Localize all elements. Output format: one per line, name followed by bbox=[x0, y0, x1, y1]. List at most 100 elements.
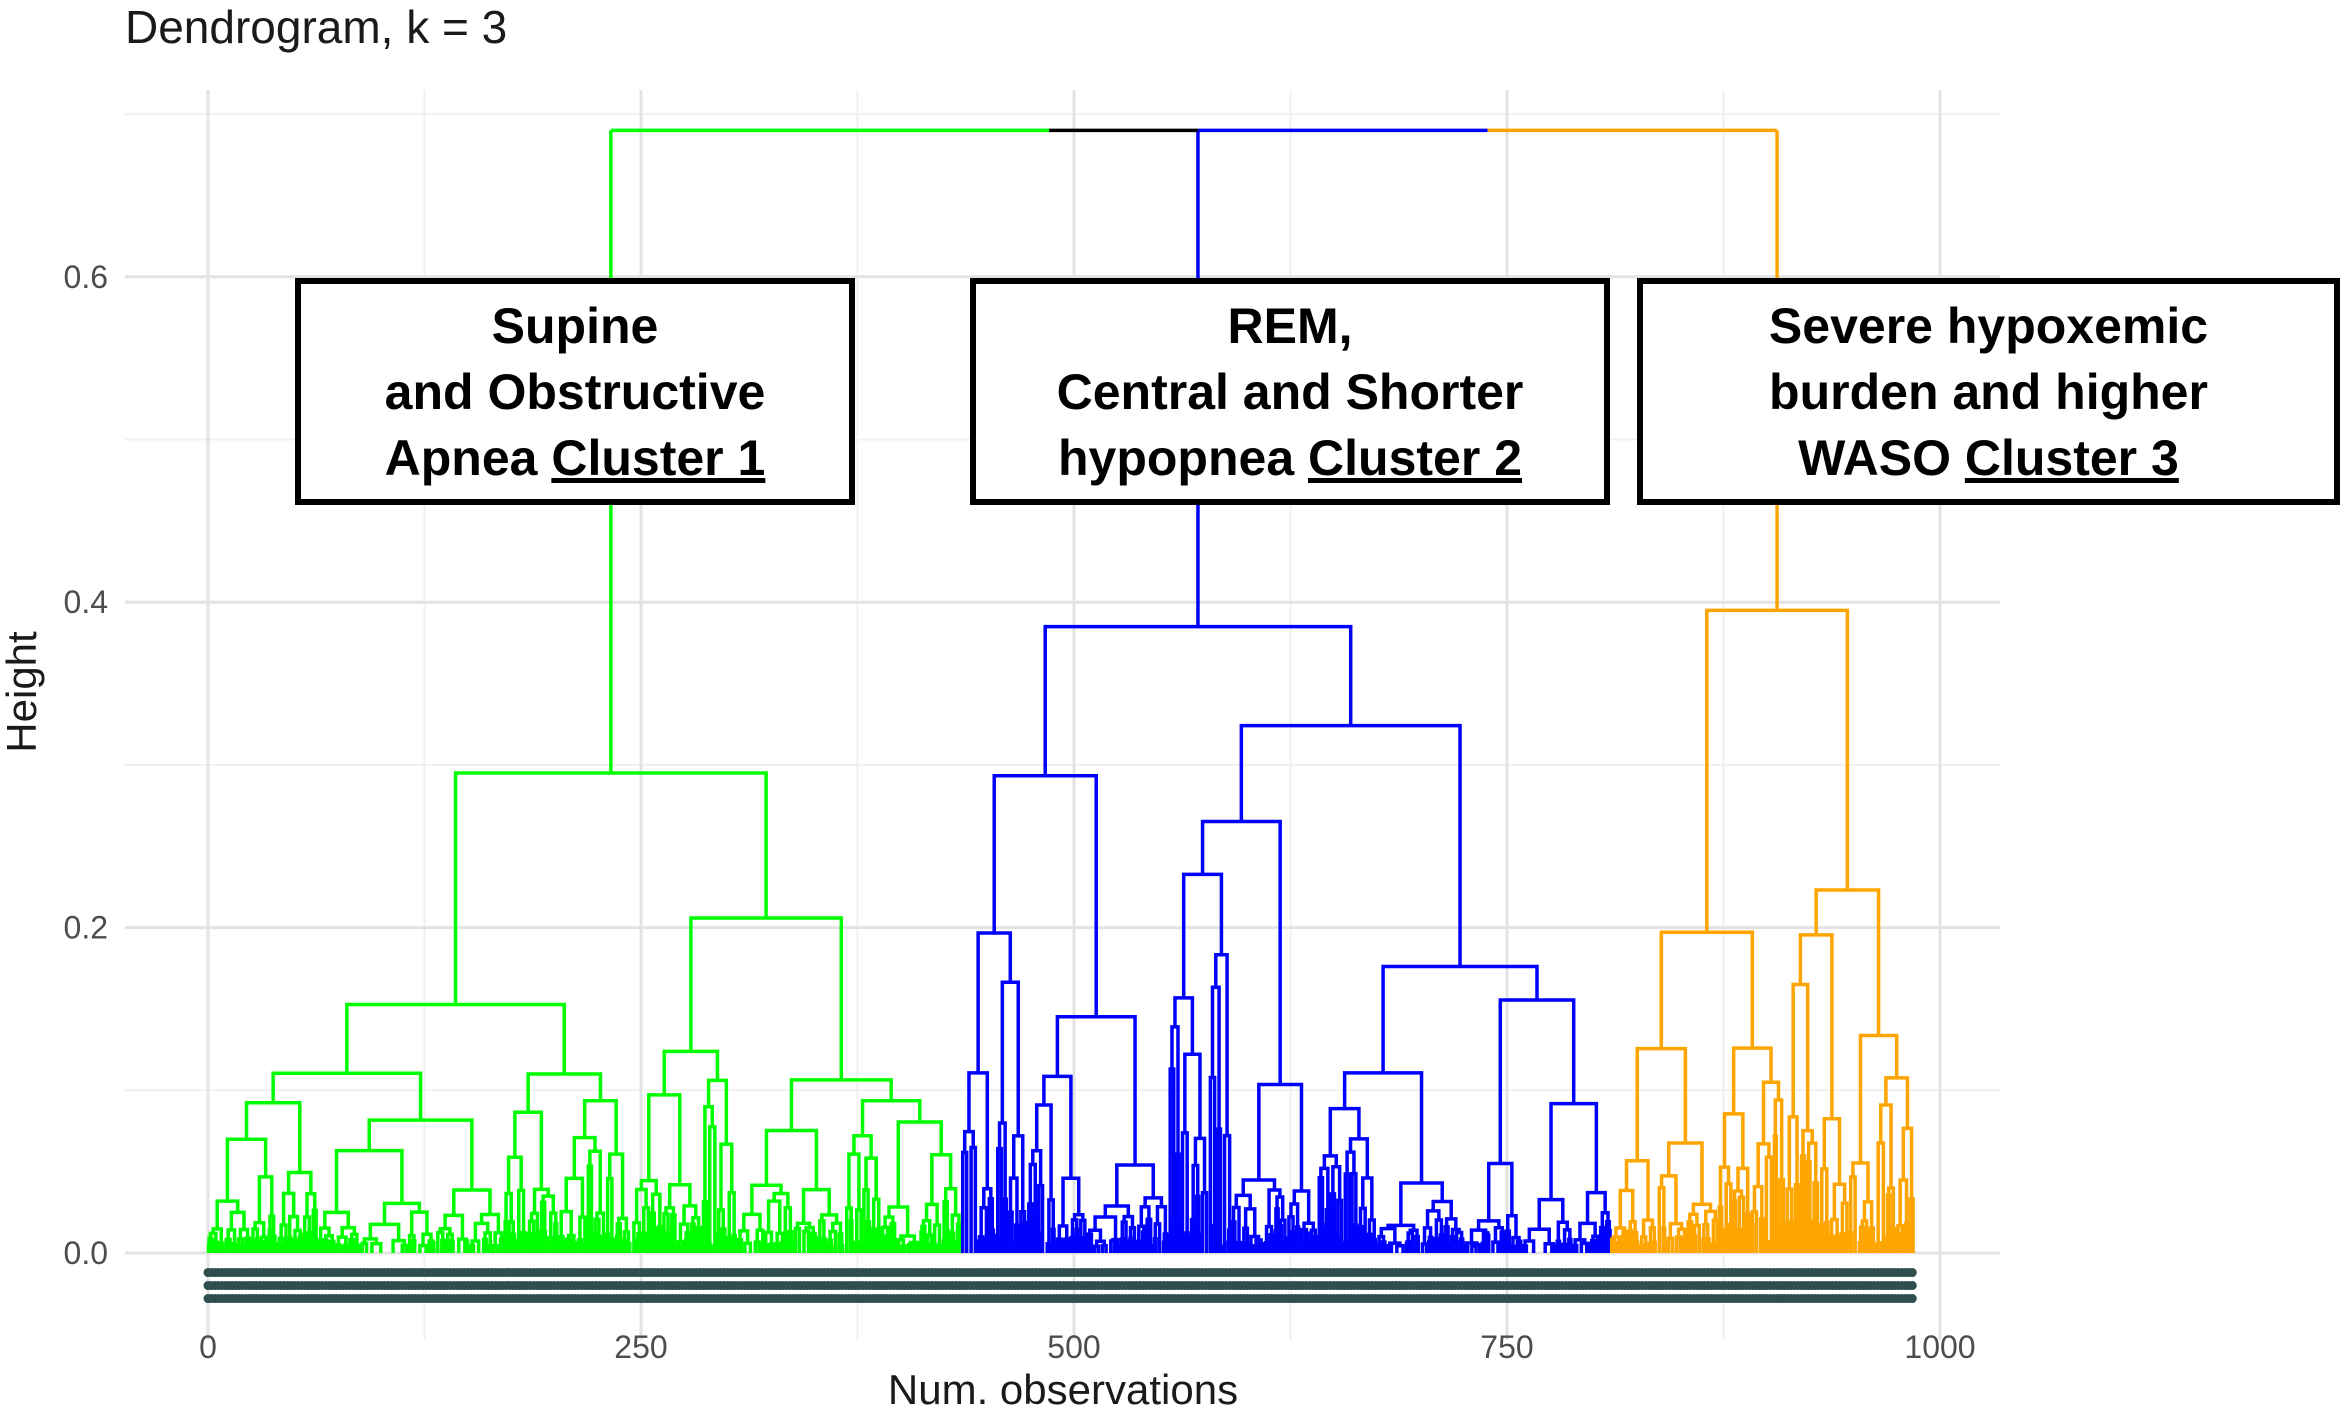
dendrogram-branch bbox=[1614, 1226, 1627, 1238]
dendrogram-branch bbox=[1034, 1103, 1053, 1200]
dendrogram-branch bbox=[1166, 1238, 1172, 1253]
dendrogram-branch bbox=[504, 1191, 513, 1222]
dendrogram-branch bbox=[871, 1197, 881, 1230]
dendrogram-branch bbox=[1100, 1243, 1108, 1253]
x-tick-label: 250 bbox=[614, 1329, 667, 1365]
dendrogram-branch bbox=[1810, 1237, 1816, 1253]
dendrogram-branch bbox=[527, 1219, 536, 1234]
dendrogram-branch bbox=[1567, 1237, 1573, 1253]
dendrogram-branch bbox=[1386, 1244, 1394, 1253]
dendrogram-branch bbox=[621, 1238, 628, 1253]
dendrogram-branch bbox=[1062, 1238, 1068, 1253]
dendrogram-branch bbox=[772, 1191, 790, 1208]
dendrogram-branch bbox=[1717, 1205, 1724, 1240]
dendrogram-branch bbox=[1829, 1217, 1839, 1237]
dendrogram-branch bbox=[286, 1235, 293, 1253]
dendrogram-branch bbox=[930, 1153, 953, 1205]
dendrogram-branch bbox=[924, 1202, 939, 1226]
dendrogram-branch bbox=[286, 1170, 313, 1194]
dendrogram-branch bbox=[1860, 1219, 1869, 1241]
dendrogram-branch bbox=[1069, 1235, 1076, 1244]
dendrogram-branch bbox=[1454, 1230, 1464, 1253]
dendrogram-branch bbox=[932, 1223, 942, 1246]
dendrogram-branch bbox=[1085, 1238, 1091, 1253]
dendrogram-branch bbox=[1294, 1225, 1301, 1253]
dendrogram-branch bbox=[1342, 1240, 1348, 1253]
dendrogram-branch bbox=[539, 1200, 547, 1232]
dendrogram-branch bbox=[1180, 1131, 1189, 1235]
dendrogram-branch bbox=[1450, 1227, 1461, 1237]
dendrogram-branch bbox=[1317, 1175, 1325, 1253]
dendrogram-branch bbox=[1634, 1239, 1640, 1253]
dendrogram-branch bbox=[1839, 1232, 1846, 1253]
dendrogram-branch bbox=[334, 1148, 404, 1213]
dendrogram-branch bbox=[335, 1243, 342, 1253]
dendrogram-branch bbox=[703, 1224, 709, 1253]
dendrogram-branch bbox=[667, 1183, 692, 1208]
dendrogram-branch bbox=[1814, 888, 1881, 1036]
dendrogram-branch bbox=[1070, 1218, 1079, 1238]
dendrogram-branch bbox=[253, 1220, 266, 1238]
dendrogram-branch bbox=[1523, 1239, 1536, 1253]
dendrogram-branch bbox=[1615, 1242, 1620, 1253]
dendrogram-branch bbox=[1491, 1240, 1500, 1253]
dendrogram-branch bbox=[1908, 1197, 1915, 1253]
annotation-line: hypopnea Cluster 2 bbox=[1058, 425, 1522, 491]
dendrogram-branch bbox=[1302, 1221, 1316, 1231]
dendrogram-branch bbox=[1445, 1242, 1451, 1253]
dendrogram-branch bbox=[469, 1244, 476, 1253]
dendrogram-branch bbox=[1812, 1181, 1820, 1227]
dendrogram-branch bbox=[1763, 1241, 1770, 1253]
dendrogram-branch bbox=[1901, 1126, 1914, 1199]
dendrogram-branch bbox=[1666, 1236, 1675, 1253]
dendrogram-branch bbox=[306, 1230, 312, 1253]
y-tick-label: 0.4 bbox=[64, 584, 108, 620]
dendrogram-branch bbox=[257, 1175, 274, 1223]
chart-title: Dendrogram, k = 3 bbox=[125, 1, 508, 53]
dendrogram-branch bbox=[996, 1146, 1004, 1242]
dendrogram-branch bbox=[1312, 1235, 1318, 1253]
observation-point bbox=[1907, 1268, 1917, 1278]
dendrogram-branch bbox=[1215, 1127, 1223, 1253]
dendrogram-branch bbox=[1621, 1230, 1628, 1242]
dendrogram-branch bbox=[615, 1222, 623, 1240]
dendrogram-branch bbox=[864, 1219, 872, 1253]
dendrogram-branch bbox=[1647, 1241, 1654, 1253]
dendrogram-branch bbox=[1802, 1236, 1808, 1253]
dendrogram-branch bbox=[635, 1238, 641, 1253]
dendrogram-branch bbox=[449, 1239, 455, 1253]
dendrogram-branch bbox=[231, 1242, 238, 1253]
dendrogram-branch bbox=[572, 1135, 597, 1179]
dendrogram-branch bbox=[1135, 1242, 1140, 1253]
observation-points bbox=[203, 1268, 1917, 1304]
dendrogram-branch bbox=[1088, 1244, 1095, 1253]
dendrogram-branch bbox=[578, 1242, 584, 1253]
dendrogram-branch bbox=[1462, 1244, 1470, 1253]
dendrogram-branch bbox=[1011, 1243, 1017, 1253]
dendrogram-branch bbox=[979, 1206, 989, 1240]
dendrogram-branch bbox=[1168, 1067, 1176, 1236]
dendrogram-branch bbox=[1072, 1213, 1085, 1221]
dendrogram-branch bbox=[279, 1223, 288, 1242]
dendrogram-branch bbox=[1785, 1187, 1794, 1224]
dendrogram-branch bbox=[883, 1215, 895, 1228]
dendrogram-branch bbox=[689, 1222, 696, 1237]
dendrogram-branch bbox=[1345, 1150, 1356, 1175]
dendrogram-branch bbox=[1079, 1218, 1087, 1239]
dendrogram-branch bbox=[1635, 1046, 1688, 1161]
dendrogram-branch bbox=[943, 1186, 958, 1216]
dendrogram-branch bbox=[822, 1243, 829, 1253]
dendrogram-branch bbox=[725, 1242, 731, 1253]
dendrogram-branch bbox=[879, 1239, 884, 1253]
dendrogram-branch bbox=[336, 1235, 348, 1246]
dendrogram-branch bbox=[1050, 1227, 1056, 1253]
dendrogram-branch bbox=[1504, 1229, 1512, 1247]
dendrogram-branch bbox=[944, 1229, 951, 1253]
dendrogram-branch bbox=[647, 1093, 682, 1185]
dendrogram-branch bbox=[899, 1234, 917, 1243]
cluster-3-annotation: Severe hypoxemic burden and higher WASO … bbox=[1637, 278, 2340, 505]
dendrogram-branch bbox=[804, 1225, 815, 1234]
dendrogram-branch bbox=[215, 1199, 240, 1229]
dendrogram-branch bbox=[848, 1219, 854, 1253]
dendrogram-branch bbox=[862, 1188, 870, 1233]
